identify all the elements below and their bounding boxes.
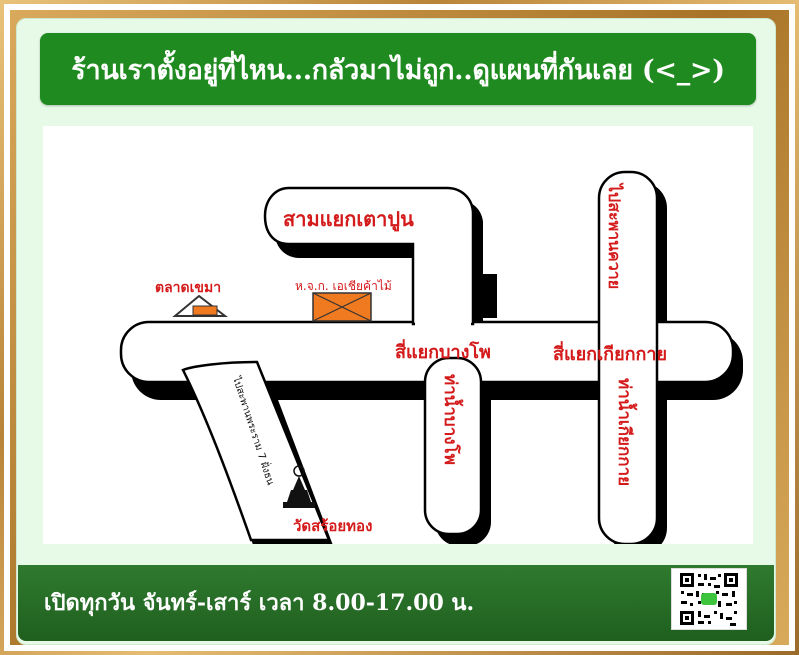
- label-talat-khemma: ตลาดเขมา: [155, 280, 221, 296]
- footer-bar: [18, 565, 774, 641]
- shop-building-icon: [312, 292, 372, 322]
- label-shop-name: ห.จ.ก. เอเชียค้าไม้: [295, 279, 392, 293]
- label-tha-nam-kiak-kai: ท่าน้ำเกียกกาย: [614, 378, 638, 486]
- map-area: สามแยกเตาปูน ตลาดเขมา ห.จ.ก. เอเชียค้าไม…: [43, 126, 753, 544]
- qr-code-icon: [678, 571, 740, 627]
- temple-icon: [283, 465, 315, 508]
- junction-kiakkai: [601, 320, 655, 384]
- label-sam-yaek-tao-pun: สามแยกเตาปูน: [283, 207, 414, 233]
- junction-bangpho: [427, 378, 479, 386]
- header-banner: ร้านเราตั้งอยู่ที่ไหน...กลัวมาไม่ถูก..ดู…: [40, 33, 756, 105]
- label-tha-nam-bang-pho: ท่าน้ำบางโพ: [440, 374, 464, 465]
- label-wat-soi-thong: วัดสร้อยทอง: [293, 517, 372, 535]
- map-labels: สามแยกเตาปูน ตลาดเขมา ห.จ.ก. เอเชียค้าไม…: [155, 182, 667, 535]
- qr-code: [671, 568, 747, 630]
- market-roof-icon: [172, 294, 228, 317]
- taopun-road: [263, 186, 475, 326]
- label-si-yaek-bang-pho: สี่แยกบางโพ: [395, 339, 491, 363]
- junction-taopun: [415, 320, 471, 330]
- junction-rama7: [193, 376, 259, 386]
- label-si-yaek-kiak-kai: สี่แยกเกียกกาย: [553, 341, 667, 365]
- opening-hours: เปิดทุกวัน จันทร์-เสาร์ เวลา 8.00-17.00 …: [44, 590, 475, 616]
- block-shadow: [481, 274, 497, 318]
- road-map: สามแยกเตาปูน ตลาดเขมา ห.จ.ก. เอเชียค้าไม…: [119, 170, 743, 544]
- label-to-saphan-khwai: ไปสะพานควาย: [605, 182, 624, 289]
- bangpho-road: [423, 356, 483, 536]
- page-title: ร้านเราตั้งอยู่ที่ไหน...กลัวมาไม่ถูก..ดู…: [71, 54, 725, 86]
- junction-fills: [193, 320, 655, 386]
- roads: [119, 170, 735, 544]
